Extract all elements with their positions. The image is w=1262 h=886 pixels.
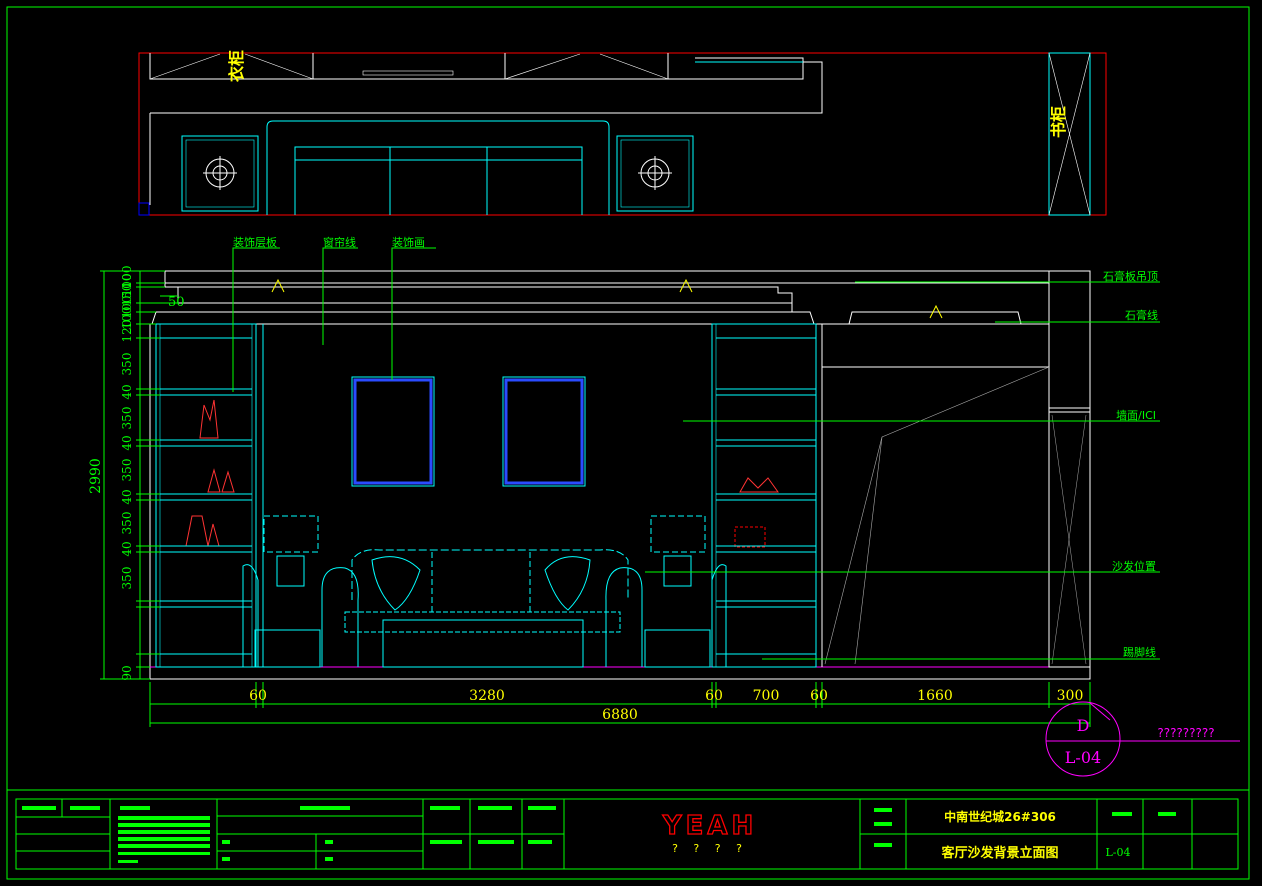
- title-block-placeholders: [22, 806, 1176, 863]
- dim-total-height: 2990: [88, 458, 104, 494]
- dim-left-11: 350: [120, 459, 134, 482]
- dim-bottom-7: 300: [1057, 688, 1084, 704]
- title-block-project: 中南世纪城26#306: [944, 809, 1056, 824]
- plan-view: [138, 52, 1107, 216]
- dim-left-7: 350: [120, 353, 134, 376]
- label-gypsum-ceiling: 石膏板吊顶: [1103, 269, 1158, 283]
- dim-left-3: 150: [120, 284, 134, 307]
- dim-bottom-6: 1660: [917, 688, 953, 704]
- dim-bottom-1: 60: [249, 688, 267, 704]
- dim-bottom-3: 60: [705, 688, 723, 704]
- title-block-logo-sub: ? ? ? ?: [672, 842, 748, 855]
- label-gypsum-line: 石膏线: [1125, 308, 1158, 322]
- dim-left-4: 100: [120, 296, 134, 319]
- wardrobe-label: 衣柜: [227, 50, 246, 82]
- left-shelves: [160, 337, 252, 655]
- label-decor-shelf: 装饰层板: [233, 235, 277, 249]
- dim-left-14: 40: [120, 541, 134, 556]
- leader-lines: [232, 247, 1160, 660]
- label-skirting-line: 踢脚线: [1123, 645, 1156, 659]
- label-wall-ici: 墙面/ICI: [1116, 408, 1156, 422]
- bookcase-label: 书柜: [1049, 106, 1068, 138]
- dim-left-9: 350: [120, 407, 134, 430]
- section-marker: [1045, 701, 1240, 777]
- title-block-logo: YEAH: [662, 811, 757, 841]
- label-sofa-position: 沙发位置: [1112, 559, 1156, 573]
- section-marker-label: ?????????: [1157, 726, 1214, 740]
- bottom-dimension-row: 60 3280 60 700 60 1660 300: [249, 688, 1083, 704]
- section-marker-sheet: L-04: [1065, 748, 1101, 767]
- outer-frame: [6, 6, 1250, 880]
- dim-left-5: 100: [120, 307, 134, 330]
- section-marker-letter: D: [1077, 716, 1090, 735]
- dim-bottom-5: 60: [810, 688, 828, 704]
- label-decor-painting: 装饰画: [392, 235, 425, 249]
- label-curtain-line: 窗帘线: [323, 235, 356, 249]
- dim-left-13: 350: [120, 512, 134, 535]
- elevation-view: [149, 270, 1091, 680]
- dim-top-50: 50: [168, 295, 185, 310]
- dim-left-12: 40: [120, 489, 134, 504]
- dim-left-2: 100: [120, 274, 134, 297]
- dim-bottom-2: 3280: [469, 688, 505, 704]
- dimension-lines: [100, 270, 1091, 727]
- dim-left-16: 90: [120, 665, 134, 680]
- dim-left-15: 350: [120, 567, 134, 590]
- title-block-drawing-name: 客厅沙发背景立面图: [941, 845, 1058, 861]
- left-dimension-stack: 100 100 150 100 100 120 350 40 350 40 35…: [120, 266, 134, 681]
- right-shelves: [716, 337, 816, 655]
- title-block: [15, 798, 1239, 870]
- dim-bottom-4: 700: [753, 688, 780, 704]
- dim-left-8: 40: [120, 384, 134, 399]
- dim-overall-width: 6880: [602, 707, 638, 723]
- dim-left-6: 120: [120, 320, 134, 343]
- title-block-sheet-no: L-04: [1105, 846, 1130, 859]
- dim-left-1: 100: [120, 266, 134, 289]
- dim-left-10: 40: [120, 435, 134, 450]
